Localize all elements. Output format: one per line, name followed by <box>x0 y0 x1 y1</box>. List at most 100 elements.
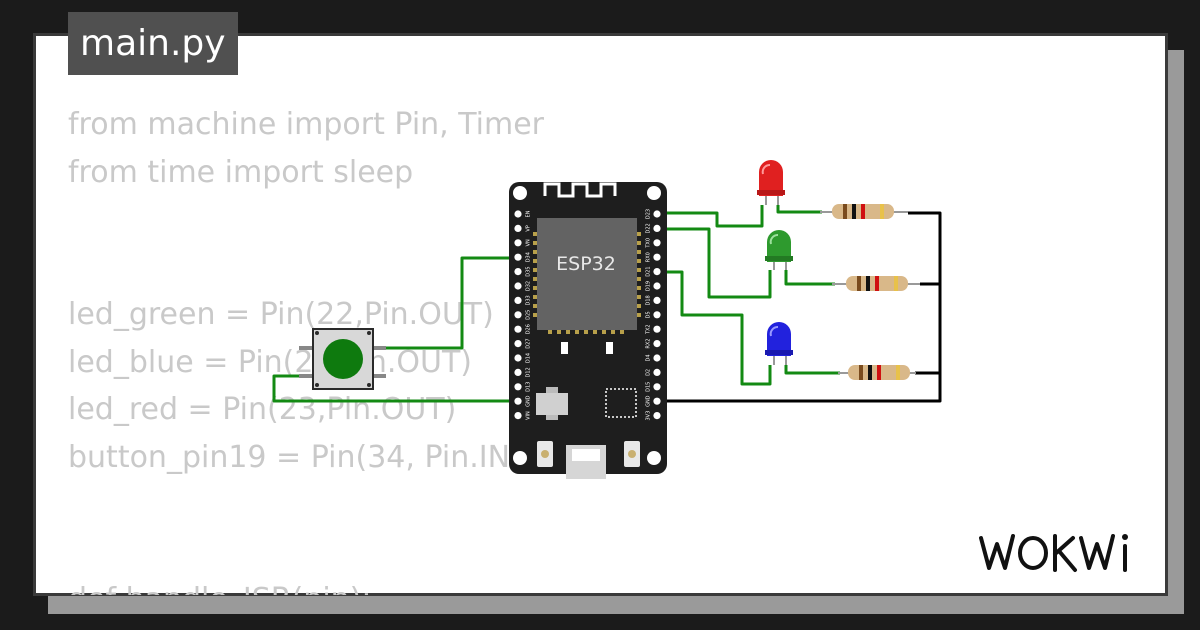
board-pin-hole[interactable] <box>653 296 661 304</box>
chip-pad <box>533 295 537 299</box>
led-red <box>757 160 785 205</box>
chip-pad <box>575 330 579 334</box>
chip-pad <box>584 330 588 334</box>
board-pin-hole[interactable] <box>653 354 661 362</box>
chip-pad <box>637 250 641 254</box>
board-pin-label: D5 <box>646 311 652 318</box>
board-pin-label: VP <box>526 225 532 231</box>
chip-pad <box>548 330 552 334</box>
board-pin-label: RX2 <box>646 339 652 349</box>
board-pin-hole[interactable] <box>653 397 661 405</box>
esp32-board: ESP32 ENVPVND34D35D32D33D25D26D27D14D12D… <box>509 182 667 479</box>
chip-pad <box>533 286 537 290</box>
board-pin-hole[interactable] <box>653 383 661 391</box>
wire-d22-to-green-led <box>657 227 772 299</box>
board-pin-label: 3V3 <box>646 411 652 421</box>
board-pin-hole[interactable] <box>653 340 661 348</box>
board-pin-label: TX0 <box>646 238 652 249</box>
board-pin-hole[interactable] <box>653 368 661 376</box>
board-pin-hole[interactable] <box>653 325 661 333</box>
chip-pad <box>637 286 641 290</box>
board-pin-hole[interactable] <box>514 311 522 319</box>
chip-pad <box>637 241 641 245</box>
board-pin-label: D34 <box>526 252 532 262</box>
board-pin-hole[interactable] <box>653 224 661 232</box>
board-pin-hole[interactable] <box>653 268 661 276</box>
chip-pad <box>637 232 641 236</box>
board-pin-hole[interactable] <box>514 210 522 218</box>
board-pin-hole[interactable] <box>514 296 522 304</box>
board-pin-label: GND <box>526 395 532 407</box>
board-pin-hole[interactable] <box>514 368 522 376</box>
board-pin-label: D22 <box>646 223 652 233</box>
board-pin-label: D14 <box>526 353 532 363</box>
board-pin-hole[interactable] <box>653 311 661 319</box>
push-button <box>299 328 386 390</box>
board-pin-label: RX0 <box>646 252 652 262</box>
board-pin-hole[interactable] <box>514 224 522 232</box>
board-pin-hole[interactable] <box>653 253 661 261</box>
code-line: def handle_ISR(pin): <box>68 576 668 595</box>
chip-pad <box>533 268 537 272</box>
board-pin-label: D25 <box>526 310 532 320</box>
code-line: led_red = Pin(23,Pin.OUT) <box>68 392 457 427</box>
board-pin-label: GND <box>646 395 652 407</box>
wire-gnd-bus <box>657 211 942 403</box>
board-pin-hole[interactable] <box>653 210 661 218</box>
board-pin-hole[interactable] <box>514 325 522 333</box>
board-pin-label: D12 <box>526 367 532 377</box>
board-pin-label: D13 <box>526 382 532 392</box>
chip-pad <box>533 250 537 254</box>
board-pin-hole[interactable] <box>653 412 661 420</box>
board-pin-label: D35 <box>526 266 532 276</box>
chip-pad <box>637 277 641 281</box>
wire-green-led-to-resistor <box>784 270 835 286</box>
board-pin-label: VN <box>526 239 532 246</box>
board-pin-label: D2 <box>646 369 652 376</box>
board-pin-hole[interactable] <box>653 282 661 290</box>
chip-pad <box>637 268 641 272</box>
board-pin-label: D27 <box>526 338 532 348</box>
code-line: led_green = Pin(22,Pin.OUT) <box>68 297 494 332</box>
board-pin-hole[interactable] <box>514 253 522 261</box>
resistor-green <box>832 276 920 291</box>
board-pin-hole[interactable] <box>514 412 522 420</box>
chip-pad <box>566 330 570 334</box>
chip-pad <box>533 241 537 245</box>
board-pin-hole[interactable] <box>514 397 522 405</box>
board-pin-label: D4 <box>646 354 652 361</box>
wire-d34-to-button <box>380 256 518 350</box>
wokwi-logo[interactable] <box>975 526 1150 578</box>
board-pin-label: D23 <box>646 209 652 219</box>
board-pin-label: D18 <box>646 295 652 305</box>
chip-label: ESP32 <box>556 253 616 275</box>
led-blue <box>765 322 793 365</box>
board-pin-hole[interactable] <box>653 239 661 247</box>
code-line: button_pin19 = Pin(34, Pin.IN) <box>68 439 522 475</box>
chip-pad <box>620 330 624 334</box>
chip-pad <box>637 259 641 263</box>
chip-pad <box>637 313 641 317</box>
file-tab[interactable]: main.py <box>68 12 238 75</box>
board-pin-label: VIN <box>526 411 532 420</box>
chip-pad <box>533 277 537 281</box>
chip-pad <box>533 313 537 317</box>
chip-pad <box>602 330 606 334</box>
board-pin-label: D15 <box>646 382 652 392</box>
board-pin-hole[interactable] <box>514 268 522 276</box>
code-line: from time import sleep <box>68 154 414 190</box>
board-pin-hole[interactable] <box>514 282 522 290</box>
board-pin-hole[interactable] <box>514 383 522 391</box>
board-pin-label: D33 <box>526 295 532 305</box>
wire-d21-to-blue-led <box>657 270 772 386</box>
resistor-blue <box>838 365 916 380</box>
board-pin-label: D32 <box>526 281 532 291</box>
board-pin-hole[interactable] <box>514 354 522 362</box>
board-pin-hole[interactable] <box>514 340 522 348</box>
board-pin-hole[interactable] <box>514 239 522 247</box>
resistor-red <box>820 204 908 219</box>
chip-pad <box>637 304 641 308</box>
board-pin-label: D26 <box>526 324 532 334</box>
